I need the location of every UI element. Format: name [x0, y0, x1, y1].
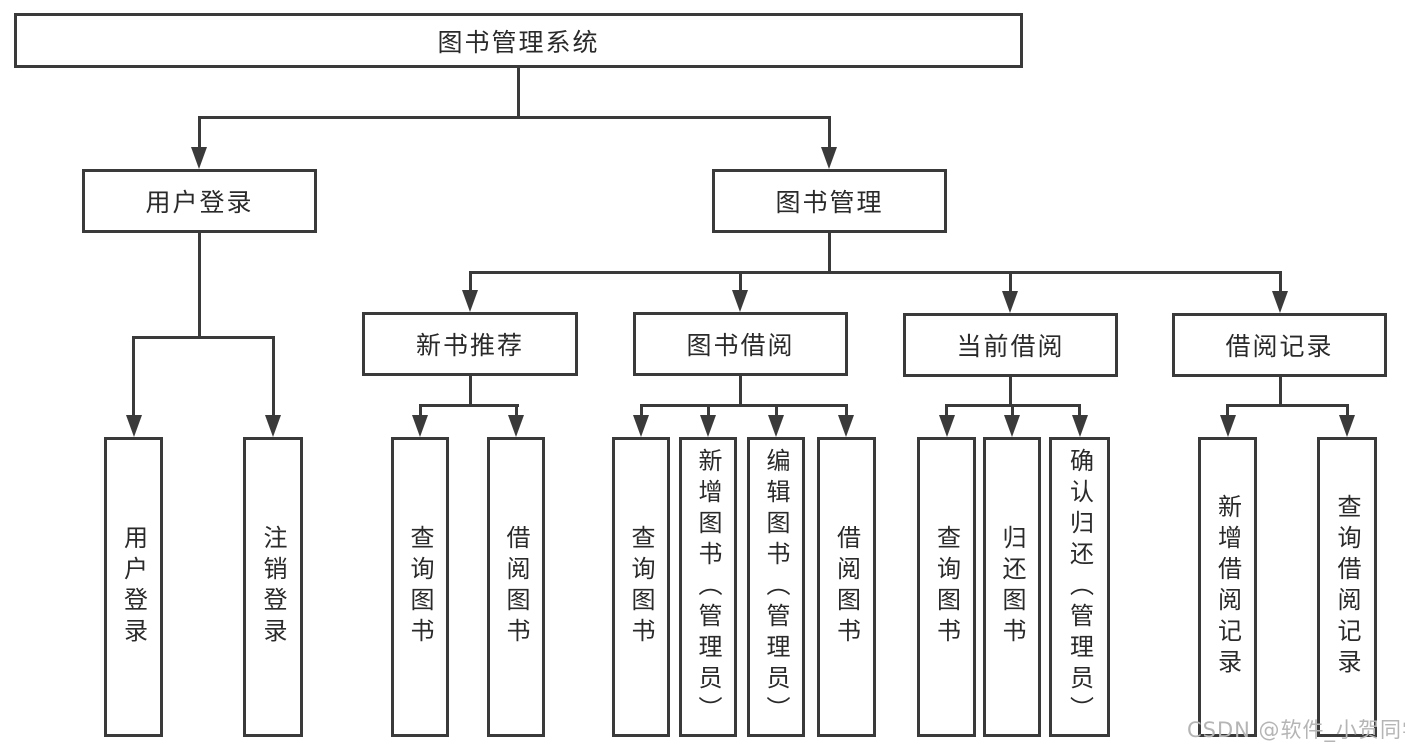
node-book-borrow-label: 图书借阅	[686, 331, 795, 360]
connector-line	[1346, 404, 1349, 417]
arrow-down-icon	[412, 415, 428, 437]
node-book-management: 图书管理	[712, 169, 947, 233]
connector-line	[198, 233, 201, 339]
connector-line	[1009, 271, 1012, 292]
leaf-confirm-return-admin-label: 确认归还（管理员）	[1065, 447, 1094, 727]
arrow-down-icon	[821, 147, 837, 169]
connector-line	[1078, 404, 1081, 417]
connector-line	[739, 376, 742, 407]
connector-line	[640, 404, 643, 417]
leaf-user-login-label: 用户登录	[119, 525, 148, 649]
arrow-down-icon	[1272, 291, 1288, 313]
leaf-query-borrow-record: 查询借阅记录	[1317, 437, 1377, 737]
connector-line	[469, 271, 1282, 274]
arrow-down-icon	[462, 290, 478, 312]
leaf-query-books-borrow: 查询图书	[612, 437, 670, 737]
leaf-return-books: 归还图书	[983, 437, 1041, 737]
node-user-login: 用户登录	[82, 169, 317, 233]
arrow-down-icon	[1072, 415, 1088, 437]
leaf-query-books-current: 查询图书	[917, 437, 976, 737]
connector-line	[775, 404, 778, 417]
leaf-add-book-admin: 新增图书（管理员）	[679, 437, 737, 737]
leaf-user-login: 用户登录	[104, 437, 163, 737]
csdn-watermark: CSDN @软件_小贺同学	[1187, 718, 1405, 742]
arrow-down-icon	[1339, 415, 1355, 437]
node-user-login-label: 用户登录	[145, 188, 254, 217]
arrow-down-icon	[838, 415, 854, 437]
leaf-borrow-books-newbook: 借阅图书	[487, 437, 545, 737]
leaf-add-borrow-record: 新增借阅记录	[1198, 437, 1257, 737]
arrow-down-icon	[126, 415, 142, 437]
arrow-down-icon	[939, 415, 955, 437]
connector-line	[419, 404, 519, 407]
arrow-down-icon	[700, 415, 716, 437]
leaf-query-books-newbook: 查询图书	[391, 437, 449, 737]
leaf-query-books-newbook-label: 查询图书	[406, 525, 434, 649]
leaf-confirm-return-admin: 确认归还（管理员）	[1049, 437, 1110, 737]
connector-line	[828, 233, 831, 274]
arrow-down-icon	[265, 415, 281, 437]
node-new-book-recommend: 新书推荐	[362, 312, 578, 376]
leaf-edit-book-admin-label: 编辑图书（管理员）	[762, 447, 790, 727]
node-borrow-records-label: 借阅记录	[1225, 332, 1334, 361]
connector-line	[739, 271, 742, 292]
arrow-down-icon	[1002, 291, 1018, 313]
connector-line	[469, 271, 472, 292]
arrow-down-icon	[191, 147, 207, 169]
arrow-down-icon	[508, 415, 524, 437]
leaf-borrow-books-borrow-label: 借阅图书	[832, 525, 861, 649]
connector-line	[469, 376, 472, 407]
connector-line	[828, 116, 831, 149]
node-current-borrow: 当前借阅	[903, 313, 1118, 377]
connector-line	[1009, 377, 1012, 407]
connector-line	[517, 68, 520, 118]
connector-line	[132, 336, 135, 417]
connector-line	[640, 404, 848, 407]
leaf-logout: 注销登录	[243, 437, 303, 737]
arrow-down-icon	[633, 415, 649, 437]
connector-line	[198, 116, 201, 149]
connector-line	[132, 336, 275, 339]
node-book-management-label: 图书管理	[775, 188, 884, 217]
leaf-return-books-label: 归还图书	[998, 525, 1026, 649]
connector-line	[1279, 377, 1282, 407]
node-book-borrow: 图书借阅	[633, 312, 848, 376]
connector-line	[515, 404, 518, 417]
leaf-logout-label: 注销登录	[259, 525, 287, 649]
leaf-add-book-admin-label: 新增图书（管理员）	[694, 447, 722, 727]
connector-line	[707, 404, 710, 417]
leaf-borrow-books-borrow: 借阅图书	[817, 437, 876, 737]
node-new-book-recommend-label: 新书推荐	[415, 331, 524, 360]
node-current-borrow-label: 当前借阅	[956, 332, 1065, 361]
arrow-down-icon	[732, 290, 748, 312]
connector-line	[945, 404, 948, 417]
arrow-down-icon	[768, 415, 784, 437]
leaf-edit-book-admin: 编辑图书（管理员）	[747, 437, 805, 737]
leaf-query-books-borrow-label: 查询图书	[627, 525, 655, 649]
leaf-query-books-current-label: 查询图书	[932, 525, 961, 649]
arrow-down-icon	[1004, 415, 1020, 437]
connector-line	[272, 336, 275, 417]
connector-line	[1226, 404, 1349, 407]
connector-line	[419, 404, 422, 417]
arrow-down-icon	[1220, 415, 1236, 437]
leaf-add-borrow-record-label: 新增借阅记录	[1213, 494, 1242, 680]
connector-line	[845, 404, 848, 417]
leaf-borrow-books-newbook-label: 借阅图书	[502, 525, 530, 649]
node-root: 图书管理系统	[14, 13, 1023, 68]
connector-line	[198, 116, 831, 119]
connector-line	[1011, 404, 1014, 417]
connector-line	[1279, 271, 1282, 292]
connector-line	[1226, 404, 1229, 417]
node-root-label: 图书管理系统	[437, 27, 600, 57]
node-borrow-records: 借阅记录	[1172, 313, 1387, 377]
leaf-query-borrow-record-label: 查询借阅记录	[1333, 494, 1361, 680]
